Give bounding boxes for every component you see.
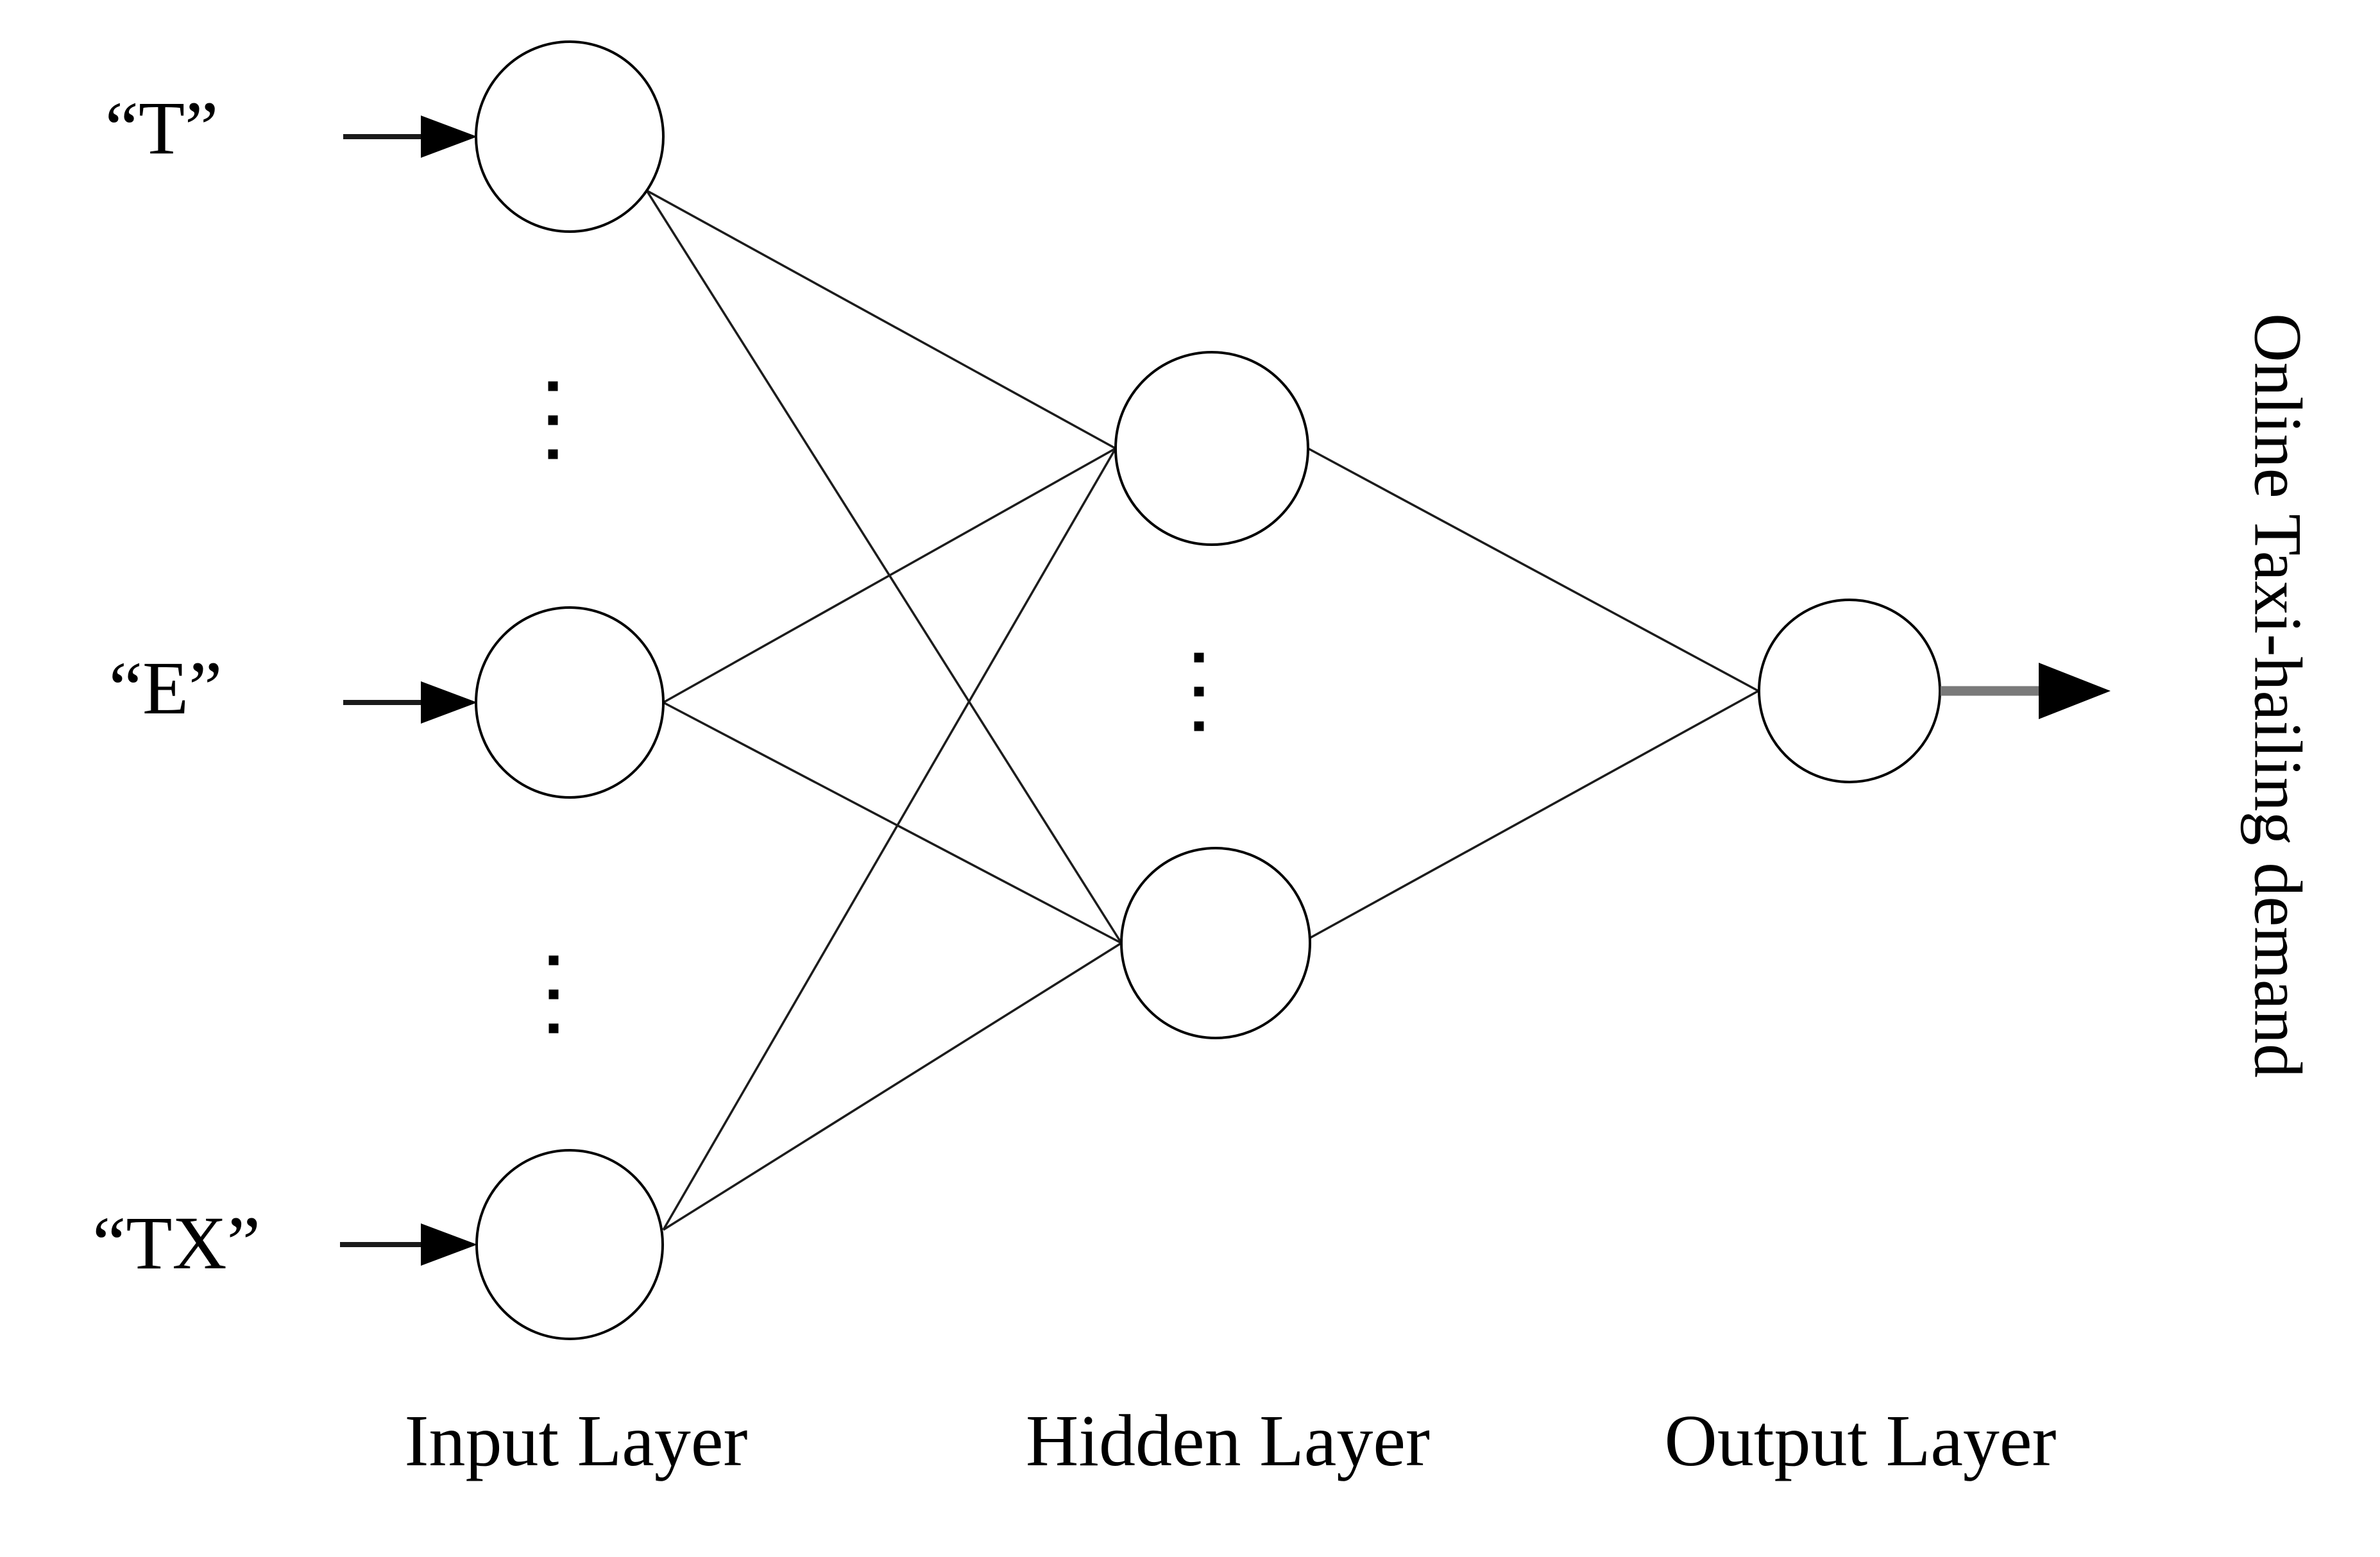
ellipsis-dot-input-gap-2: [548, 1023, 559, 1034]
hidden-node-2: [1120, 847, 1311, 1039]
hidden-layer-caption: Hidden Layer: [1026, 1400, 1430, 1481]
arrows-layer: [340, 115, 2111, 1266]
edge-input-node-T-to-hidden-node-1: [646, 189, 1116, 450]
output-arrow-head: [2039, 663, 2111, 719]
input-node-E: [475, 606, 665, 799]
input-label-TX: “TX”: [92, 1201, 260, 1285]
ellipsis-dot-hidden-gap-1: [1194, 652, 1204, 663]
input-label-T: “T”: [105, 86, 219, 170]
edge-input-node-E-to-hidden-node-1: [663, 447, 1116, 704]
edge-hidden-node-1-to-output-node: [1307, 447, 1759, 692]
input-label-E: “E”: [109, 646, 223, 730]
edges-layer: [645, 189, 1759, 1231]
edge-hidden-node-2-to-output-node: [1309, 690, 1759, 939]
edge-input-node-E-to-hidden-node-2: [663, 701, 1122, 944]
ellipsis-dot-input-gap-1: [548, 381, 558, 391]
edge-input-node-T-to-hidden-node-2: [645, 190, 1123, 944]
ellipsis-dot-input-gap-1: [548, 449, 558, 459]
output-layer-caption: Output Layer: [1665, 1400, 2057, 1481]
input-layer-caption: Input Layer: [405, 1400, 748, 1481]
edge-input-node-TX-to-hidden-node-1: [662, 448, 1117, 1230]
hidden-node-1: [1114, 351, 1309, 546]
ellipsis-dot-input-gap-2: [548, 989, 559, 1000]
ellipsis-dot-hidden-gap-1: [1194, 686, 1204, 697]
nodes-layer: [475, 40, 1941, 1340]
dots-layer: [548, 381, 1204, 1034]
input-arrow-input-node-T-head: [421, 115, 477, 158]
output-node: [1758, 599, 1941, 783]
input-arrow-input-node-E-head: [421, 681, 477, 724]
ellipsis-dot-hidden-gap-1: [1194, 721, 1204, 731]
input-node-TX: [475, 1149, 664, 1340]
input-node-T: [475, 40, 665, 233]
edge-input-node-TX-to-hidden-node-2: [663, 942, 1122, 1231]
ellipsis-dot-input-gap-2: [548, 955, 559, 966]
ellipsis-dot-input-gap-1: [548, 415, 558, 425]
output-demand-label: Online Taxi-hailing demand: [2241, 313, 2316, 1078]
input-arrow-input-node-TX-head: [421, 1223, 477, 1266]
